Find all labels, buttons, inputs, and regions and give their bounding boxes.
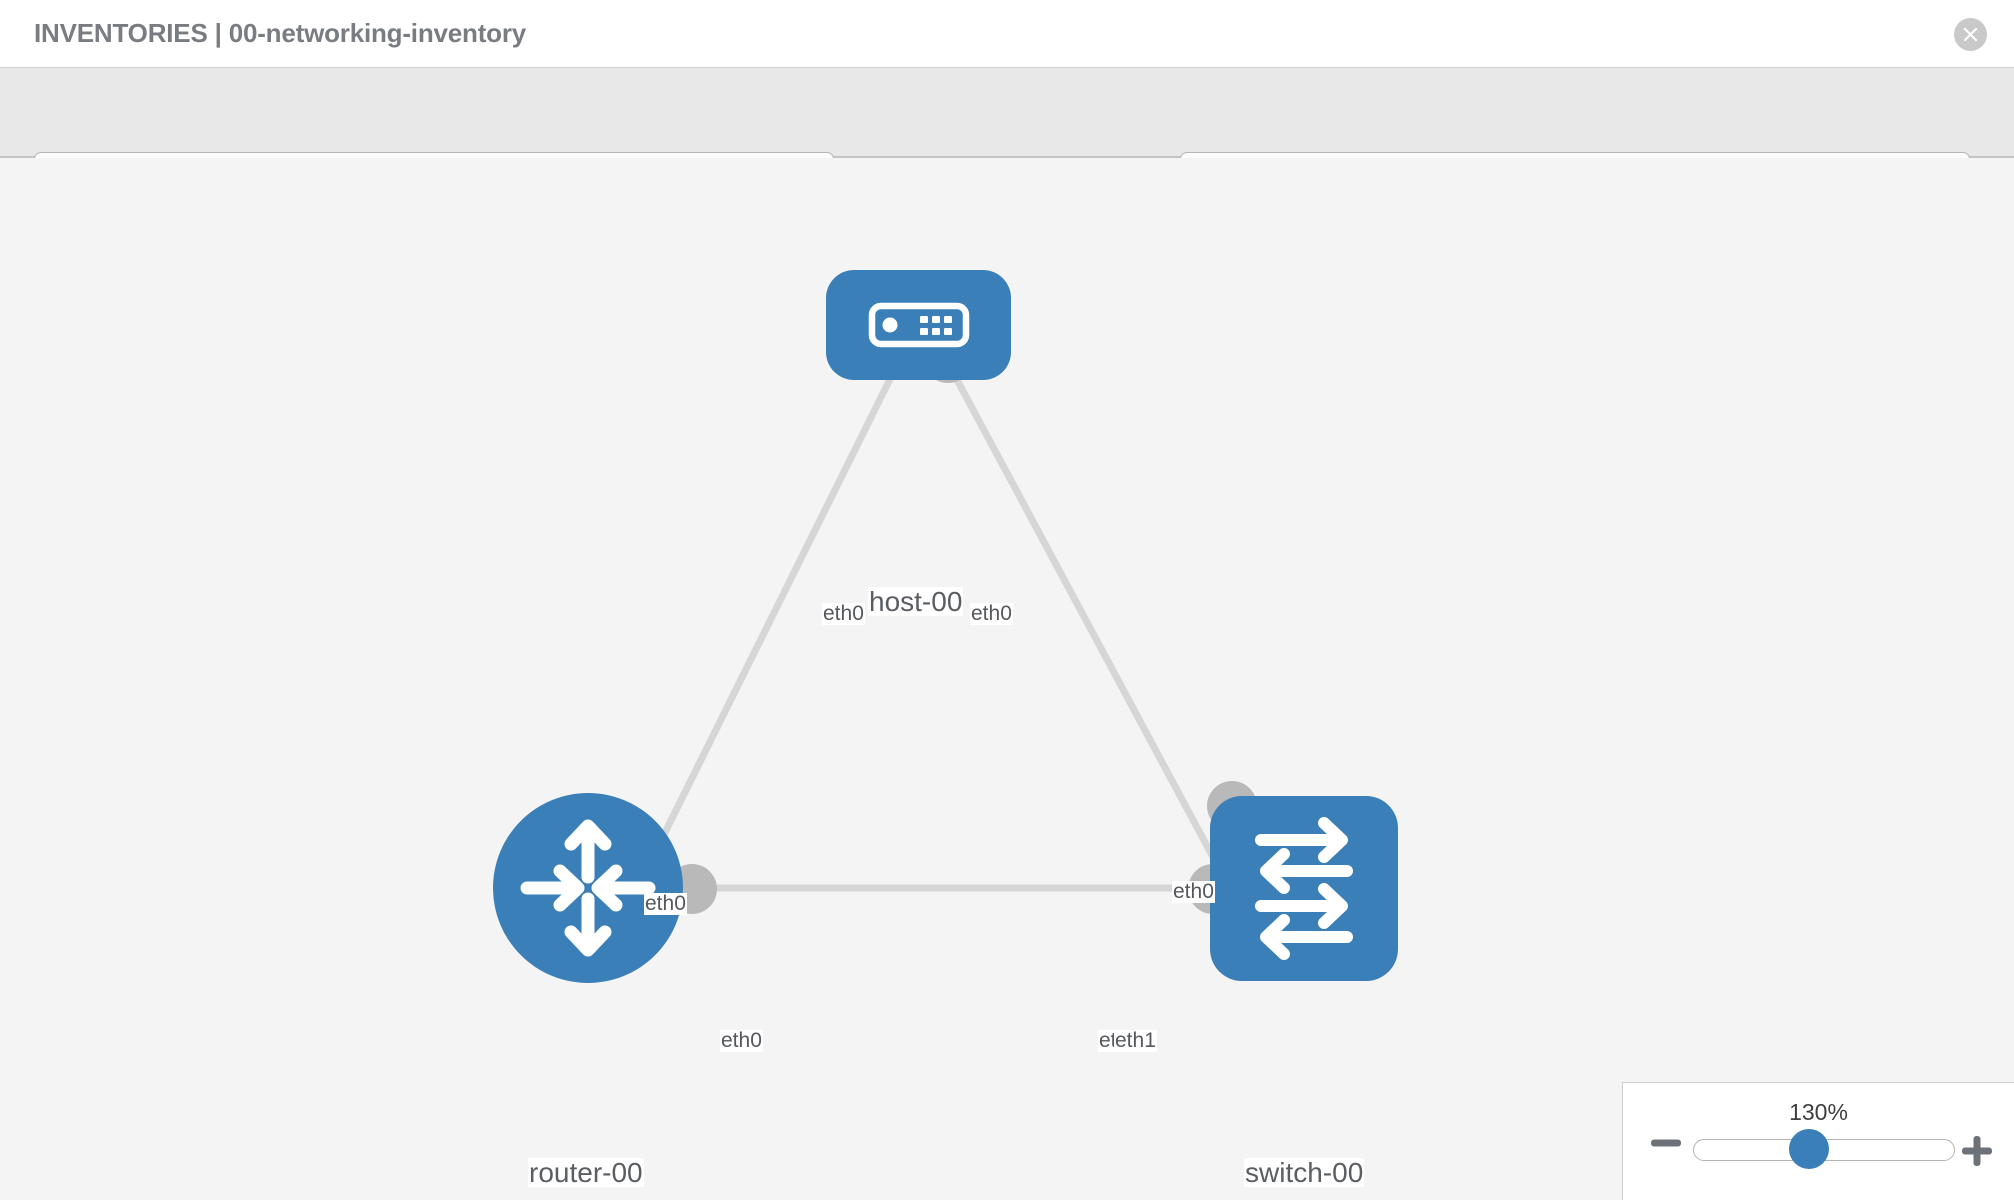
iface-label-host00-eth0-left: eth0 [822,602,865,626]
iface-label-switch00-eth1: eth1 [1114,1029,1157,1053]
iface-label-router00-uplink-eth0: eth0 [644,892,687,916]
router-icon [520,819,656,957]
page-title: INVENTORIES | 00-networking-inventory [34,18,527,48]
node-label-switch-00: switch-00 [1244,1157,1365,1188]
switch-icon [1255,817,1353,960]
zoom-slider-thumb[interactable] [1789,1129,1829,1169]
server-icon [868,302,970,348]
node-router-00[interactable] [493,793,683,983]
iface-label-switch00-uplink-eth0: eth0 [1172,880,1215,904]
zoom-in-button[interactable] [1962,1136,1992,1171]
page-header: INVENTORIES | 00-networking-inventory [0,0,2014,68]
iface-label-host00-eth0-right: eth0 [970,602,1013,626]
node-label-router-00: router-00 [528,1157,644,1188]
topology-canvas[interactable]: eth0 host-00 eth0 eth0 eth0 eth0 eth0 et… [0,158,2014,1200]
topology-ports [667,333,1257,914]
iface-label-router00-eth0: eth0 [720,1029,763,1053]
node-switch-00[interactable] [1210,796,1398,981]
zoom-control-panel: 130% [1622,1082,2014,1200]
zoom-level-label: 130% [1789,1099,1848,1125]
zoom-out-button[interactable] [1651,1136,1681,1155]
topology-links [626,359,1240,907]
link-host00-switch00 [944,359,1240,904]
link-host00-router00 [626,359,902,907]
node-host-00[interactable] [826,270,1011,380]
topology-graph [493,270,1398,983]
close-icon[interactable] [1954,18,1987,51]
toolbar: ACTIONS SEARCH [0,68,2014,209]
node-label-host-00: host-00 [868,586,964,617]
